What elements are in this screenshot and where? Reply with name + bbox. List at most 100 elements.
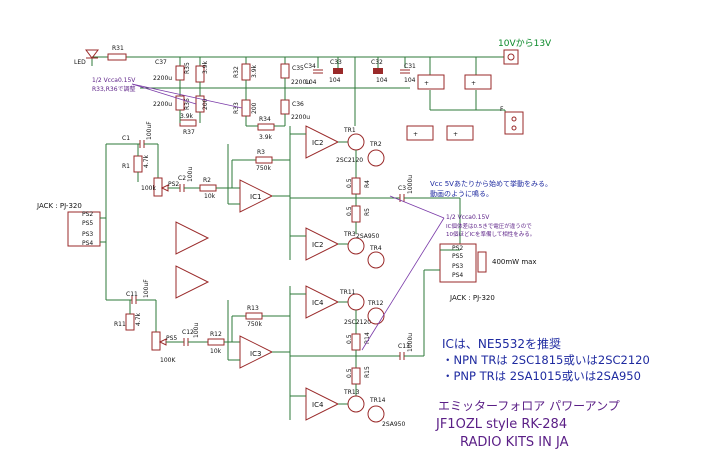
channel-2: C11 100uF R11 4.7k 100K PS5 C12 100u R12…	[105, 262, 425, 428]
svg-text:104: 104	[329, 77, 341, 84]
svg-text:R3: R3	[257, 149, 265, 156]
svg-text:2200u: 2200u	[153, 75, 172, 82]
svg-text:R32: R32	[233, 66, 240, 78]
svg-text:2SC2120: 2SC2120	[344, 319, 371, 326]
svg-text:0.5: 0.5	[346, 206, 353, 216]
svg-text:C2: C2	[178, 175, 186, 182]
svg-text:R33,R36で調整: R33,R36で調整	[92, 85, 136, 93]
svg-text:R31: R31	[112, 45, 124, 52]
svg-text:F: F	[500, 106, 504, 113]
kits-label: RADIO KITS IN JA	[460, 435, 569, 450]
svg-text:C32: C32	[371, 59, 383, 66]
svg-text:R37: R37	[183, 129, 195, 136]
svg-text:R2: R2	[203, 177, 211, 184]
svg-text:PS4: PS4	[452, 272, 463, 279]
svg-text:100uF: 100uF	[143, 279, 150, 298]
svg-text:C12: C12	[182, 329, 194, 336]
svg-text:+: +	[424, 80, 429, 87]
supply-connector[interactable]: 10Vから13V	[498, 38, 552, 65]
led-indicator: LED	[74, 49, 99, 66]
svg-text:R33: R33	[233, 102, 240, 114]
svg-text:IC4: IC4	[312, 299, 324, 307]
svg-text:100K: 100K	[160, 357, 176, 364]
svg-text:TR11: TR11	[339, 289, 356, 296]
svg-text:PS5: PS5	[82, 220, 93, 227]
svg-text:R4: R4	[364, 180, 371, 188]
fuse-connector: F	[500, 106, 524, 135]
svg-text:100u: 100u	[187, 167, 194, 182]
npn-note: ・NPN TRは 2SC1815或いは2SC2120	[442, 353, 650, 367]
svg-text:104: 104	[376, 77, 388, 84]
svg-text:1000u: 1000u	[407, 175, 414, 194]
svg-text:R15: R15	[364, 366, 371, 378]
svg-text:1/2 Vcca0.15V: 1/2 Vcca0.15V	[446, 214, 490, 221]
svg-text:PS3: PS3	[82, 231, 93, 238]
svg-text:R36: R36	[184, 98, 191, 110]
svg-text:2SC2120: 2SC2120	[336, 157, 363, 164]
svg-text:750k: 750k	[247, 321, 262, 328]
pnp-note: ・PNP TRは 2SA1015或いは2SA950	[442, 369, 641, 383]
spare-opamps	[175, 221, 210, 299]
svg-text:動画のように鳴る。: 動画のように鳴る。	[430, 189, 493, 198]
supply-voltage-label: 10Vから13V	[498, 38, 552, 49]
svg-text:IC3: IC3	[250, 350, 261, 358]
svg-text:PS2: PS2	[168, 181, 179, 188]
svg-text:TR13: TR13	[343, 389, 360, 396]
svg-text:PS5: PS5	[452, 253, 463, 260]
svg-text:PS5: PS5	[166, 335, 177, 342]
svg-text:2200u: 2200u	[153, 101, 172, 108]
svg-text:2200u: 2200u	[291, 114, 310, 121]
svg-text:LED: LED	[74, 59, 86, 66]
svg-text:C33: C33	[330, 59, 342, 66]
svg-text:IC個体差は0.5きで電圧が違うので: IC個体差は0.5きで電圧が違うので	[446, 222, 532, 230]
svg-text:IC2: IC2	[312, 139, 323, 147]
svg-text:C37: C37	[155, 59, 167, 66]
resistor-r31: R31	[107, 45, 127, 61]
svg-text:0.5: 0.5	[346, 178, 353, 188]
svg-text:2SA950: 2SA950	[382, 421, 405, 428]
svg-text:3.9k: 3.9k	[180, 113, 194, 120]
svg-text:200: 200	[202, 98, 209, 110]
svg-text:4.7k: 4.7k	[143, 154, 150, 168]
svg-text:4.7k: 4.7k	[135, 312, 142, 326]
svg-text:200: 200	[251, 102, 258, 114]
svg-text:PS3: PS3	[452, 263, 463, 270]
svg-text:100u: 100u	[193, 323, 200, 338]
svg-text:TR1: TR1	[343, 127, 356, 134]
svg-text:C11: C11	[126, 291, 138, 298]
info-block: ICは、NE5532を推奨 ・NPN TRは 2SC1815或いは2SC2120…	[435, 337, 650, 450]
title-japanese: エミッターフォロア パワーアンプ	[438, 399, 620, 413]
svg-text:C36: C36	[292, 101, 304, 108]
svg-text:+: +	[413, 131, 418, 138]
svg-text:C34: C34	[304, 63, 316, 70]
ic-recommendation: ICは、NE5532を推奨	[442, 337, 561, 351]
svg-text:10個ほどICを準備して相性をみる。: 10個ほどICを準備して相性をみる。	[446, 230, 535, 238]
bias-network: C37 2200u R35 3.9k R36 200 2200u 3.9k R3…	[153, 59, 310, 141]
svg-text:JACK : PJ-320: JACK : PJ-320	[36, 202, 82, 210]
svg-text:R5: R5	[364, 208, 371, 216]
svg-text:R34: R34	[259, 116, 271, 123]
channel-1: C1 100uF R1 4.7k 100k PS2 C2 100u R2 10k…	[105, 121, 461, 269]
svg-text:R11: R11	[114, 321, 126, 328]
svg-text:100k: 100k	[141, 185, 156, 192]
svg-text:C31: C31	[404, 63, 416, 70]
svg-text:3.9k: 3.9k	[251, 64, 258, 78]
svg-text:104: 104	[305, 79, 317, 86]
svg-text:PS4: PS4	[82, 240, 93, 247]
svg-text:Vcc 5Vあたりから始めて挙動をみる。: Vcc 5Vあたりから始めて挙動をみる。	[430, 179, 552, 188]
ic-variance-note: 1/2 Vcca0.15V IC個体差は0.5きで電圧が違うので 10個ほどIC…	[361, 195, 535, 351]
svg-text:R13: R13	[247, 305, 259, 312]
output-power: 400mW max	[492, 258, 537, 266]
vcc-note: Vcc 5Vあたりから始めて挙動をみる。 動画のように鳴る。	[430, 179, 552, 198]
svg-text:IC4: IC4	[312, 401, 324, 409]
svg-text:2SA950: 2SA950	[356, 233, 379, 240]
style-label: JF1OZL style RK-284	[435, 417, 567, 432]
svg-text:C35: C35	[292, 65, 304, 72]
svg-text:0.5: 0.5	[346, 334, 353, 344]
svg-text:PS2: PS2	[452, 245, 463, 252]
svg-text:R14: R14	[364, 332, 371, 344]
svg-text:+: +	[471, 80, 476, 87]
svg-text:10k: 10k	[210, 348, 222, 355]
battery-boxes: ++ ++	[406, 74, 492, 141]
